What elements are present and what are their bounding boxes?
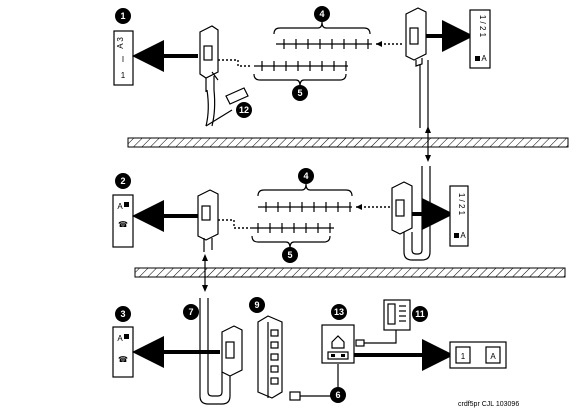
terminal-box-mid-right: 1 / 2 1 A bbox=[449, 185, 469, 247]
floor-divider-bottom bbox=[134, 267, 566, 278]
bracket-4 bbox=[273, 21, 371, 35]
terminal-device-mid-right bbox=[391, 166, 431, 261]
callout-5-mid: 5 bbox=[282, 247, 298, 263]
svg-text:1 / 2 1: 1 / 2 1 bbox=[457, 193, 466, 216]
bracket-5-mid bbox=[251, 235, 331, 249]
callout-6: 6 bbox=[330, 387, 346, 403]
svg-text:I: I bbox=[122, 55, 124, 64]
callout-3: 3 bbox=[115, 306, 131, 322]
svg-text:5: 5 bbox=[287, 250, 292, 260]
callout-4: 4 bbox=[314, 6, 330, 22]
svg-text:11: 11 bbox=[415, 309, 425, 319]
callout-2: 2 bbox=[115, 173, 131, 189]
svg-text:3: 3 bbox=[120, 309, 125, 319]
svg-text:5: 5 bbox=[297, 88, 302, 98]
svg-text:1 / 2 1: 1 / 2 1 bbox=[478, 15, 487, 38]
svg-text:A: A bbox=[117, 334, 123, 343]
callout-11: 11 bbox=[412, 306, 428, 322]
callout-1: 1 bbox=[115, 8, 131, 24]
figure-caption: crdf5pr CJL 103096 bbox=[458, 401, 519, 408]
handset-12 bbox=[225, 87, 249, 105]
dotted-line-top-left bbox=[218, 59, 252, 67]
terminal-box-top-left: A 3 I 1 bbox=[113, 30, 134, 86]
cord-to-phone bbox=[355, 328, 397, 347]
terminal-device-top-left bbox=[199, 25, 233, 127]
bus-upper-mid bbox=[258, 202, 352, 212]
svg-text:2: 2 bbox=[120, 176, 125, 186]
svg-text:☎: ☎ bbox=[118, 220, 128, 229]
terminal-device-top-right bbox=[405, 7, 429, 128]
vertical-link-top bbox=[425, 126, 431, 162]
terminal-box-top-right: 1 / 2 1 A bbox=[469, 9, 491, 69]
terminal-box-mid-left: A ☎ bbox=[112, 194, 134, 248]
terminal-device-mid-left bbox=[197, 189, 219, 252]
svg-text:☎: ☎ bbox=[118, 355, 128, 364]
svg-text:4: 4 bbox=[303, 171, 308, 181]
wall-jack-13 bbox=[321, 324, 355, 364]
svg-text:A: A bbox=[490, 352, 496, 361]
bracket-4-mid bbox=[257, 183, 353, 197]
svg-text:A 3: A 3 bbox=[116, 37, 125, 49]
svg-text:1: 1 bbox=[121, 71, 126, 80]
svg-text:1: 1 bbox=[120, 11, 125, 21]
svg-text:A: A bbox=[460, 231, 466, 240]
vertical-link-bottom bbox=[202, 254, 208, 292]
callout-9: 9 bbox=[249, 297, 265, 313]
dotted-line-mid-left bbox=[218, 219, 248, 229]
bracket-5 bbox=[253, 73, 347, 87]
svg-text:9: 9 bbox=[254, 300, 259, 310]
svg-text:A: A bbox=[481, 54, 487, 63]
svg-text:4: 4 bbox=[319, 9, 324, 19]
bus-lower-mid bbox=[250, 223, 334, 233]
svg-text:A: A bbox=[117, 202, 123, 211]
phone-11 bbox=[383, 299, 411, 331]
svg-text:7: 7 bbox=[188, 307, 193, 317]
svg-text:1: 1 bbox=[461, 352, 466, 361]
connector-block-9 bbox=[257, 315, 283, 399]
terminal-box-bot-left: A ☎ bbox=[112, 326, 134, 378]
callout-13: 13 bbox=[331, 304, 347, 320]
terminal-box-bot-right: 1 A bbox=[449, 341, 507, 369]
svg-text:6: 6 bbox=[335, 390, 340, 400]
svg-text:12: 12 bbox=[239, 105, 249, 115]
callout-4-mid: 4 bbox=[298, 168, 314, 184]
callout-5: 5 bbox=[292, 85, 308, 101]
callout-12: 12 bbox=[236, 102, 252, 118]
svg-text:13: 13 bbox=[334, 307, 344, 317]
floor-divider-top bbox=[127, 137, 569, 148]
bus-upper-top bbox=[276, 39, 372, 49]
bus-lower-top bbox=[254, 61, 348, 71]
terminal-device-bot-left bbox=[199, 298, 243, 405]
callout-7: 7 bbox=[183, 304, 199, 320]
